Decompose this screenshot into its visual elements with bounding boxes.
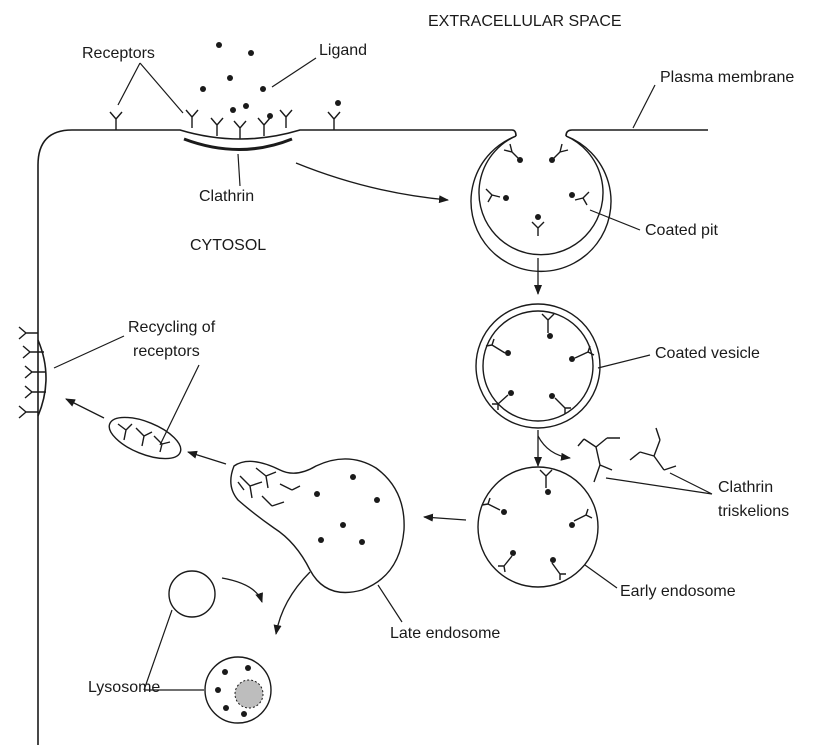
- early-endosome-receptors: [482, 470, 592, 580]
- coated-pit-ligands: [503, 157, 575, 220]
- early-endosome-label: Early endosome: [620, 583, 736, 600]
- lysosome-small: [169, 571, 215, 617]
- recycling-label-line1: Recycling of: [128, 319, 216, 336]
- late-endosome-label: Late endosome: [390, 625, 500, 642]
- receptors-label: Receptors: [82, 45, 155, 62]
- early-endosome-leader: [585, 565, 617, 588]
- receptors-leader: [118, 63, 183, 113]
- plasma-membrane-leader: [633, 85, 655, 128]
- arrow-to-coated-pit: [296, 163, 448, 200]
- early-endosome: [478, 467, 598, 587]
- coated-pit-leader: [590, 210, 640, 230]
- lysosome-leader: [144, 610, 204, 690]
- arrow-lysosome-fuse: [222, 578, 262, 602]
- plasma-membrane-label: Plasma membrane: [660, 69, 794, 86]
- coated-vesicle-ligands: [505, 333, 575, 399]
- coated-vesicle-leader: [598, 355, 650, 368]
- clathrin-leader: [238, 154, 240, 186]
- cytosol-label: CYTOSOL: [190, 237, 266, 254]
- arrow-early-to-late: [424, 517, 466, 520]
- clathrin-label: Clathrin: [199, 188, 254, 205]
- clathrin-triskelions-label-line2: triskelions: [718, 503, 789, 520]
- late-endosome: [231, 459, 404, 593]
- coated-pit-label: Coated pit: [645, 222, 718, 239]
- ligand-leader: [272, 58, 316, 87]
- membrane-receptors: [110, 110, 340, 139]
- arrow-to-triskelions: [538, 436, 570, 458]
- early-endosome-ligands: [501, 489, 575, 563]
- coated-vesicle: [476, 304, 600, 428]
- recycling-label-line2: receptors: [133, 343, 200, 360]
- recycling-pointer-leader: [54, 336, 124, 368]
- lysosome-label: Lysosome: [88, 679, 160, 696]
- arrow-late-to-recycling: [188, 452, 226, 464]
- lysosome-core: [235, 680, 263, 708]
- coated-vesicle-label: Coated vesicle: [655, 345, 760, 362]
- late-endosome-ligands: [314, 474, 380, 545]
- clathrin-coat: [184, 139, 292, 150]
- late-endosome-leader: [378, 585, 402, 622]
- recycling-leader: [160, 365, 199, 445]
- triskelions-leader: [606, 473, 712, 494]
- arrow-late-to-lysosome: [276, 572, 310, 634]
- ligand-label: Ligand: [319, 42, 367, 59]
- extracellular-space-label: EXTRACELLULAR SPACE: [428, 13, 622, 30]
- coated-pit-receptors: [486, 144, 589, 236]
- clathrin-triskelions: [578, 428, 676, 482]
- coated-pit: [471, 136, 611, 271]
- arrow-recycling-to-membrane: [66, 399, 104, 418]
- clathrin-triskelions-label-line1: Clathrin: [718, 479, 773, 496]
